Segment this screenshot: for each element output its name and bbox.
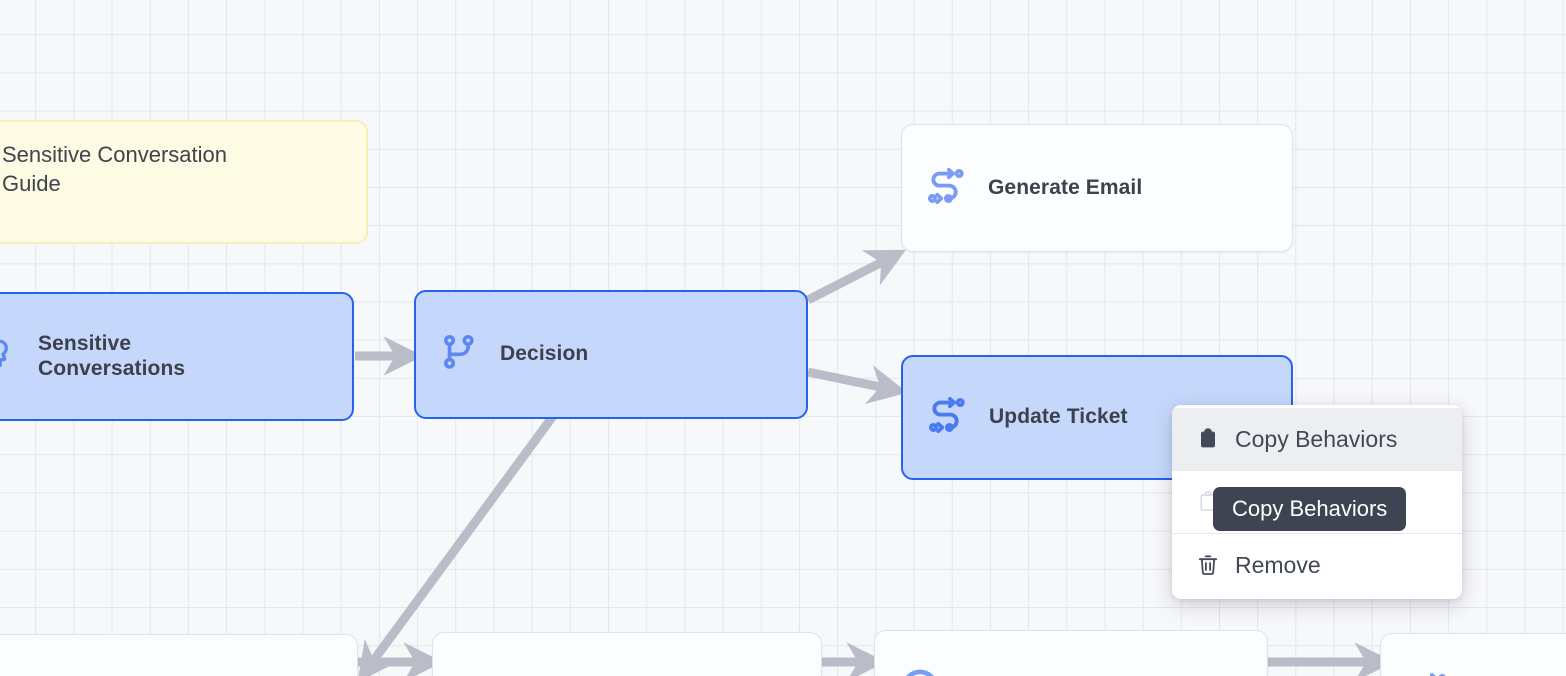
git-branch-icon <box>438 331 480 378</box>
node-bottom-right-partial[interactable] <box>874 630 1268 676</box>
node-label: Update Ticket <box>989 405 1128 429</box>
brain-head-icon <box>0 333 18 380</box>
route-icon <box>0 670 7 676</box>
menu-divider <box>1172 533 1462 534</box>
route-icon <box>1407 669 1451 676</box>
trash-icon <box>1196 553 1220 577</box>
tooltip: Copy Behaviors <box>1213 487 1407 531</box>
menu-item-copy-behaviors[interactable]: Copy Behaviors <box>1172 408 1462 470</box>
menu-item-remove[interactable]: Remove <box>1172 534 1462 596</box>
node-label: Generate Email <box>988 175 1143 199</box>
circle-icon <box>897 665 943 676</box>
node-bottom-left-partial[interactable] <box>0 634 358 676</box>
node-sensitive-conversations[interactable]: Sensitive Conversations <box>0 292 354 421</box>
node-decision[interactable]: Decision <box>414 290 808 419</box>
menu-item-label: Remove <box>1235 551 1321 578</box>
node-generate-email[interactable]: Generate Email <box>901 124 1293 252</box>
node-label: Sensitive Conversations <box>38 331 186 380</box>
edge-decision-to-lower-left <box>357 409 560 676</box>
edge-decision-to-generate-email <box>805 249 907 305</box>
node-knowledge-partial[interactable]: Knowl <box>1380 633 1566 676</box>
chevron-icon <box>455 667 501 676</box>
clipboard-icon <box>1196 427 1220 451</box>
edge-decision-to-update-ticket <box>807 365 908 405</box>
node-bottom-mid-partial[interactable] <box>432 632 822 676</box>
node-label: Decision <box>500 342 589 366</box>
sticky-note-sensitive-conversation-guide[interactable]: Sensitive Conversation Guide <box>0 120 368 244</box>
sticky-note-text: Sensitive Conversation Guide <box>2 142 228 197</box>
tooltip-text: Copy Behaviors <box>1232 496 1388 521</box>
menu-item-label: Copy Behaviors <box>1235 425 1398 452</box>
menu-divider <box>1172 470 1462 471</box>
route-icon <box>924 164 968 213</box>
route-icon <box>925 393 969 442</box>
